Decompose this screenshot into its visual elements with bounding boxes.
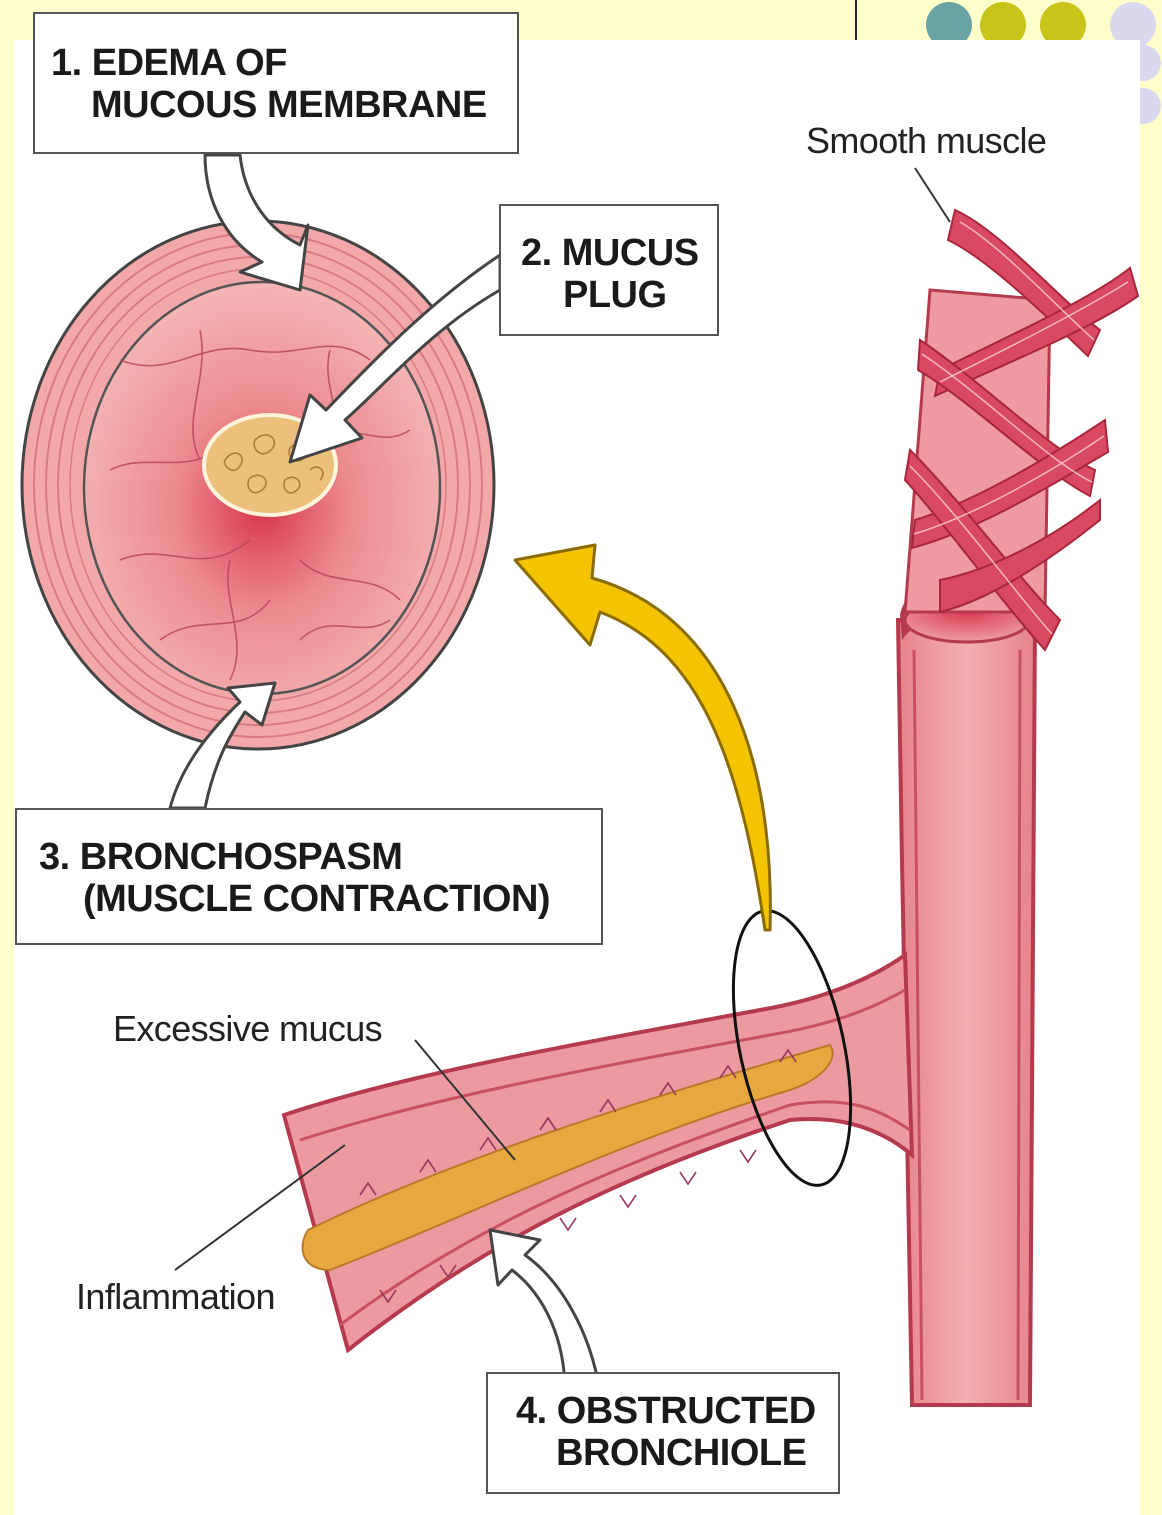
callout-mucus-plug-line1: 2. MUCUS [521, 232, 699, 274]
yellow-curved-arrow [513, 543, 772, 932]
callout-obstructed-line2: BRONCHIOLE [556, 1432, 807, 1474]
callout-bronchospasm-line2: (MUSCLE CONTRACTION) [83, 878, 551, 920]
excessive-mucus-strip [301, 1043, 834, 1272]
arrow-obstructed [488, 1228, 602, 1394]
arrow-mucus-plug [288, 253, 502, 464]
label-smooth-muscle: Smooth muscle [806, 120, 1047, 161]
label-excessive-mucus: Excessive mucus [113, 1008, 383, 1049]
leader-smooth-muscle [914, 167, 951, 223]
arrow-edema [203, 153, 310, 292]
callout-mucus-plug-line2: PLUG [563, 274, 667, 316]
bronchial-tubes [281, 208, 1140, 1407]
cross-section [20, 219, 496, 751]
callout-edema-line2: MUCOUS MEMBRANE [91, 84, 487, 126]
callout-bronchospasm-line1: 3. BRONCHOSPASM [39, 836, 403, 878]
leader-inflammation [174, 1144, 346, 1271]
callout-edema: 1. EDEMA OF MUCOUS MEMBRANE [33, 12, 519, 154]
leader-excessive-mucus [414, 1039, 516, 1161]
callout-mucus-plug: 2. MUCUS PLUG [499, 204, 719, 336]
callout-obstructed-line1: 4. OBSTRUCTED [516, 1390, 816, 1432]
callout-edema-line1: 1. EDEMA OF [51, 42, 287, 84]
label-inflammation: Inflammation [76, 1276, 275, 1317]
callout-obstructed: 4. OBSTRUCTED BRONCHIOLE [486, 1372, 840, 1494]
callout-bronchospasm: 3. BRONCHOSPASM (MUSCLE CONTRACTION) [15, 808, 603, 945]
arrow-bronchospasm [168, 681, 277, 810]
